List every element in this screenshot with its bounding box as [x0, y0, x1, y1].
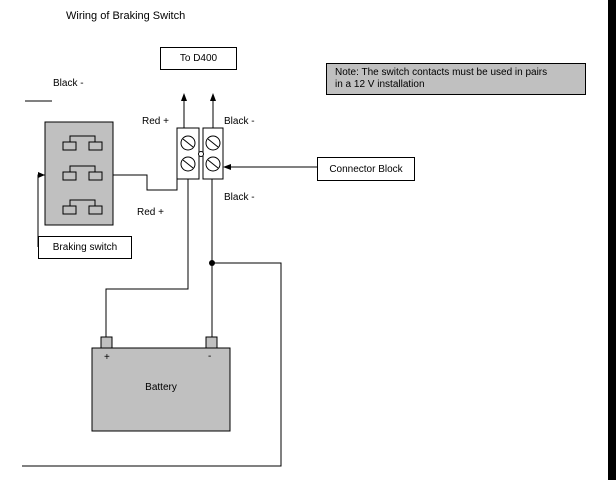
battery-plus-sign: +: [104, 352, 110, 363]
diagram-title: Wiring of Braking Switch: [66, 10, 186, 22]
wires: [22, 96, 282, 467]
note-line-2: in a 12 V installation: [335, 79, 425, 90]
wire-black-branch: [22, 262, 282, 467]
note-box: Note: The switch contacts must be used i…: [326, 63, 586, 95]
wire-red-to-battery: [105, 179, 189, 337]
battery-body: [91, 347, 231, 432]
switch-contacts: [62, 135, 103, 215]
wire-switch-to-connector: [113, 174, 178, 191]
arrowheads: [38, 93, 231, 178]
battery-terminal-minus: [205, 336, 218, 349]
braking-switch-box: Braking switch: [38, 236, 132, 259]
battery-terminal-plus: [100, 336, 113, 349]
battery: [91, 336, 231, 432]
battery-label: Battery: [145, 382, 177, 393]
battery-minus-sign: -: [208, 351, 212, 362]
to-d400-box: To D400: [160, 47, 237, 70]
label-red-mid: Red +: [137, 207, 164, 218]
note-line-1: Note: The switch contacts must be used i…: [335, 67, 548, 78]
label-red-top: Red +: [142, 116, 169, 127]
wire-junction: [209, 260, 215, 266]
switch-housing: [44, 121, 114, 226]
label-black-top: Black -: [224, 116, 255, 127]
label-black-mid: Black -: [224, 192, 255, 203]
label-black-left: Black -: [53, 78, 84, 89]
connector-block-box: Connector Block: [317, 157, 415, 181]
connector-block: [176, 127, 224, 180]
